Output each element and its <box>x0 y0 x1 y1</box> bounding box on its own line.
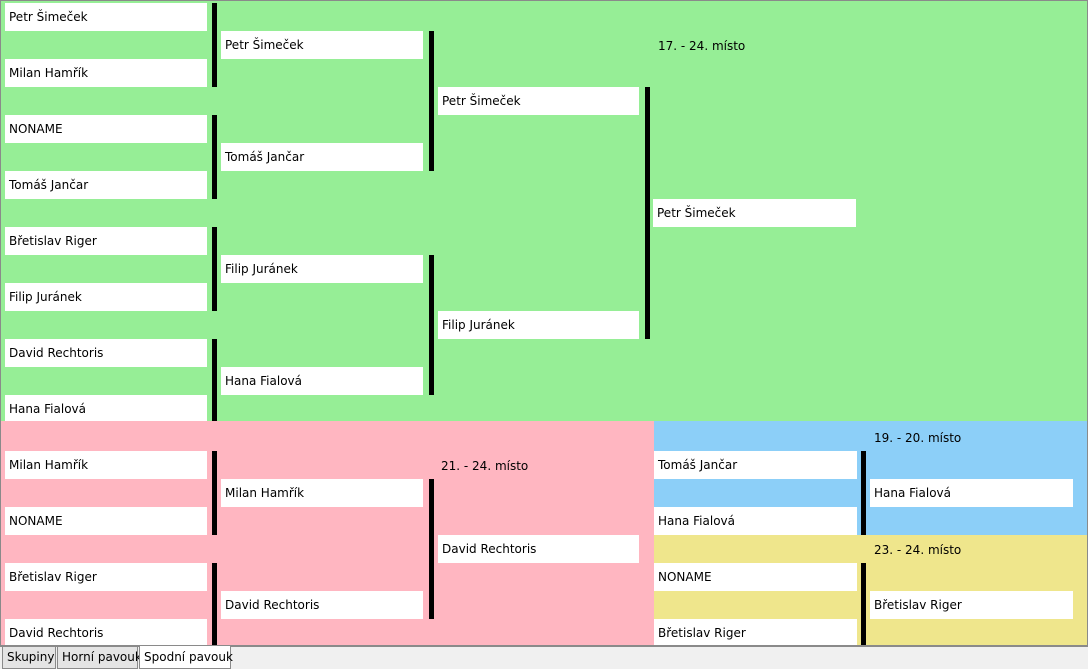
lower-r1-slot-1[interactable]: Milan Hamřík <box>5 451 207 479</box>
placement-23-24-slot-2[interactable]: Břetislav Riger <box>654 619 857 645</box>
lower-r1-slot-3[interactable]: Břetislav Riger <box>5 563 207 591</box>
upper-r1-slot-6[interactable]: Filip Juránek <box>5 283 207 311</box>
tab-strip: Skupiny Horní pavouk Spodní pavouk <box>0 646 1088 669</box>
bracket-view: 17. - 24. místo Petr Šimeček Milan Hamří… <box>0 0 1088 646</box>
placement-23-24: 23. - 24. místo NONAME Břetislav Riger B… <box>654 535 1087 645</box>
placement-19-20: 19. - 20. místo Tomáš Jančar Hana Fialov… <box>654 421 1087 535</box>
tab-spodni-pavouk[interactable]: Spodní pavouk <box>139 646 233 669</box>
placement-23-24-slot-1[interactable]: NONAME <box>654 563 857 591</box>
upper-r1-slot-7[interactable]: David Rechtoris <box>5 339 207 367</box>
upper-r1-connector-4 <box>212 339 217 423</box>
upper-r3-slot-1[interactable]: Petr Šimeček <box>438 87 639 115</box>
upper-winner-slot[interactable]: Petr Šimeček <box>653 199 856 227</box>
upper-r2-slot-1[interactable]: Petr Šimeček <box>221 31 423 59</box>
placement-23-24-connector <box>861 563 866 645</box>
placement-19-20-connector <box>861 451 866 535</box>
placement-19-20-winner[interactable]: Hana Fialová <box>870 479 1073 507</box>
upper-bracket-heading: 17. - 24. místo <box>658 39 746 53</box>
upper-r1-slot-5[interactable]: Břetislav Riger <box>5 227 207 255</box>
placement-19-20-heading: 19. - 20. místo <box>874 431 962 445</box>
upper-r2-slot-2[interactable]: Tomáš Jančar <box>221 143 423 171</box>
placement-23-24-heading: 23. - 24. místo <box>874 543 962 557</box>
upper-r1-connector-3 <box>212 227 217 311</box>
upper-r1-connector-2 <box>212 115 217 199</box>
upper-r2-connector-1 <box>429 31 434 171</box>
upper-r1-slot-3[interactable]: NONAME <box>5 115 207 143</box>
upper-r2-slot-4[interactable]: Hana Fialová <box>221 367 423 395</box>
lower-bracket-heading: 21. - 24. místo <box>441 459 529 473</box>
lower-r1-slot-2[interactable]: NONAME <box>5 507 207 535</box>
lower-r1-slot-4[interactable]: David Rechtoris <box>5 619 207 645</box>
placement-23-24-winner[interactable]: Břetislav Riger <box>870 591 1073 619</box>
upper-r1-connector-1 <box>212 3 217 87</box>
lower-r2-slot-2[interactable]: David Rechtoris <box>221 591 423 619</box>
lower-r2-connector <box>429 479 434 619</box>
upper-bracket: 17. - 24. místo Petr Šimeček Milan Hamří… <box>1 1 1087 423</box>
upper-r2-slot-3[interactable]: Filip Juránek <box>221 255 423 283</box>
lower-winner-slot[interactable]: David Rechtoris <box>438 535 639 563</box>
lower-r2-slot-1[interactable]: Milan Hamřík <box>221 479 423 507</box>
lower-r1-connector-1 <box>212 451 217 535</box>
upper-r2-connector-2 <box>429 255 434 395</box>
tab-horni-pavouk[interactable]: Horní pavouk <box>57 647 142 669</box>
upper-r1-slot-1[interactable]: Petr Šimeček <box>5 3 207 31</box>
placement-19-20-slot-2[interactable]: Hana Fialová <box>654 507 857 535</box>
upper-r3-slot-2[interactable]: Filip Juránek <box>438 311 639 339</box>
upper-r1-slot-4[interactable]: Tomáš Jančar <box>5 171 207 199</box>
tab-skupiny[interactable]: Skupiny <box>2 647 56 669</box>
placement-19-20-slot-1[interactable]: Tomáš Jančar <box>654 451 857 479</box>
upper-r3-connector <box>645 87 650 339</box>
lower-r1-connector-2 <box>212 563 217 645</box>
lower-bracket: 21. - 24. místo Milan Hamřík NONAME Břet… <box>1 421 654 645</box>
upper-r1-slot-8[interactable]: Hana Fialová <box>5 395 207 423</box>
upper-r1-slot-2[interactable]: Milan Hamřík <box>5 59 207 87</box>
